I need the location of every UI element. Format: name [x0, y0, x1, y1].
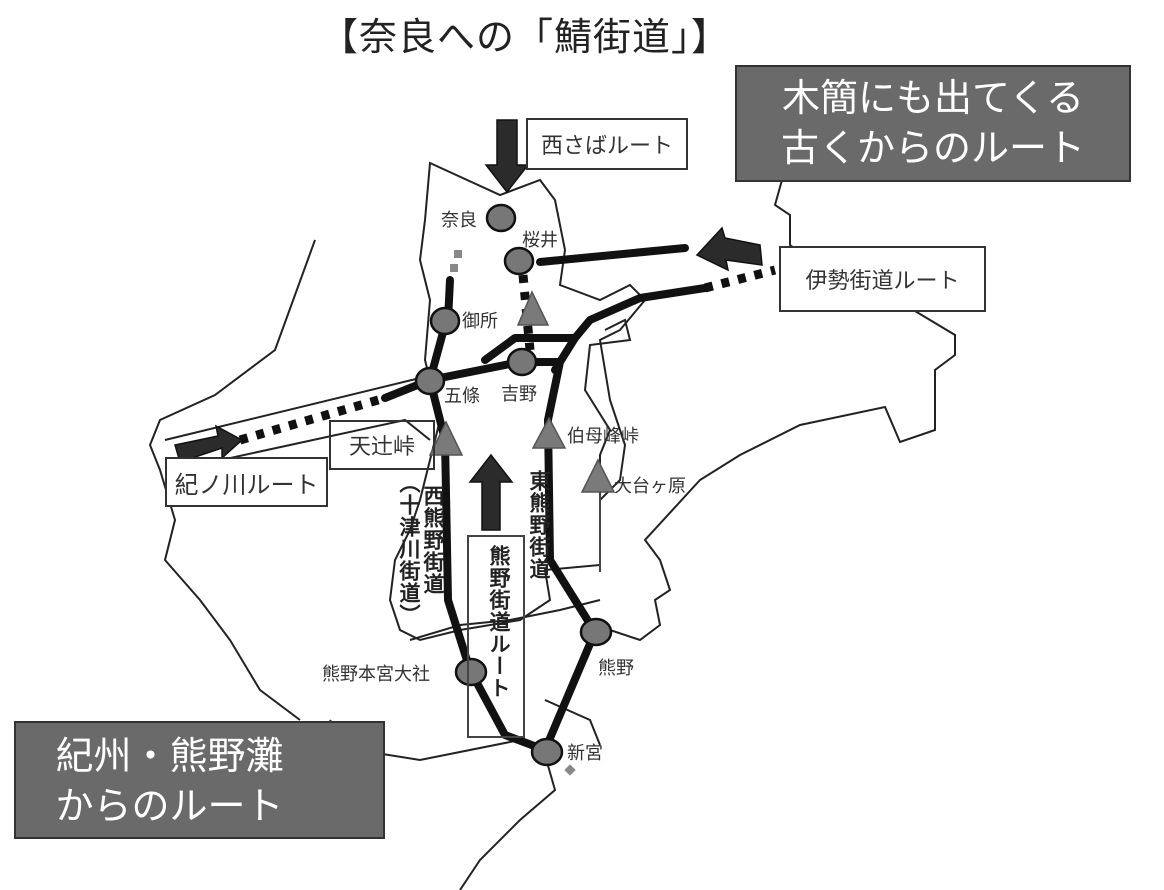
place-label-obako-toge: 伯母峰峠 — [567, 426, 639, 447]
node-yoshino — [506, 347, 538, 377]
road-label-higashi-kumano: 東熊野街道 — [527, 470, 551, 580]
route-label-kumano-kaido: 熊野街道ルート — [487, 545, 511, 699]
arrow-ise — [695, 226, 763, 272]
road-label-totsukawa: （十津川街道） — [397, 472, 421, 626]
route-box-nishi-saba: 西さばルート — [526, 118, 688, 170]
route-box-tenjo-toge: 天辻峠 — [329, 420, 435, 470]
callout-ancient-route: 木簡にも出てくる 古くからのルート — [735, 65, 1131, 182]
node-sakurai — [503, 246, 535, 276]
minor-dotted-routes — [450, 250, 576, 776]
node-shingu — [530, 737, 564, 767]
place-label-kumano: 熊野 — [598, 658, 634, 679]
node-kumano — [579, 617, 613, 647]
arrow-nishi-saba — [484, 119, 530, 194]
city-nodes — [414, 203, 613, 767]
route-arrows — [174, 119, 763, 531]
arrow-kumano — [468, 453, 514, 531]
pass-icon — [428, 420, 464, 456]
route-box-ise-kaido: 伊勢街道ルート — [779, 246, 986, 312]
place-label-nara: 奈良 — [441, 210, 477, 231]
callout-line-2: 古くからのルート — [780, 126, 1085, 170]
callout-line-2: からのルート — [55, 784, 284, 828]
pass-icon — [516, 290, 550, 326]
callout-line-1: 木簡にも出てくる — [781, 76, 1085, 120]
place-label-sakurai: 桜井 — [522, 230, 558, 251]
pass-markers — [428, 290, 616, 493]
place-label-gose: 御所 — [462, 311, 498, 332]
map-title: 【奈良への「鯖街道」】 — [320, 15, 731, 59]
place-label-gojo: 五條 — [444, 386, 480, 407]
node-gose — [429, 306, 461, 336]
node-hongu — [454, 657, 488, 687]
place-label-odaigahara: 大台ヶ原 — [614, 476, 686, 497]
place-label-yoshino: 吉野 — [501, 384, 537, 405]
callout-line-1: 紀州・熊野灘 — [55, 734, 284, 778]
place-label-shingu: 新宮 — [567, 743, 603, 764]
place-label-kumano-hongu: 熊野本宮大社 — [322, 664, 430, 685]
callout-kishu-route: 紀州・熊野灘 からのルート — [14, 721, 385, 839]
pass-icon — [580, 458, 616, 493]
pass-icon — [531, 416, 567, 449]
route-box-kinokawa: 紀ノ川ルート — [165, 457, 328, 507]
road-label-nishi-kumano: 西熊野街道 — [421, 485, 445, 595]
route-box-kumano-kaido — [467, 535, 525, 738]
dotted-routes — [238, 265, 777, 445]
node-gojo — [414, 366, 446, 396]
node-nara — [485, 203, 517, 233]
